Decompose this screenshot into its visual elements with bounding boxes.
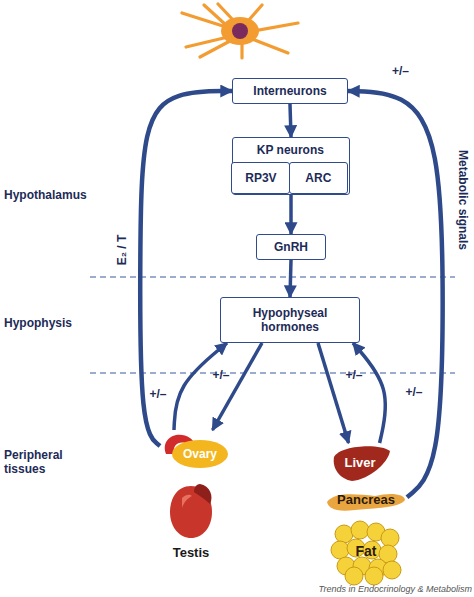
edge-label: +/–: [212, 369, 229, 381]
pancreas-illustration: Pancreas: [325, 486, 407, 514]
region-divider: [90, 372, 455, 373]
fat-cell: [383, 561, 401, 579]
node-label: RP3V: [245, 171, 276, 185]
edge-label: E₂ / T: [116, 235, 128, 266]
organ-label: Testis: [154, 544, 228, 562]
fat-cell: [351, 521, 369, 539]
fat-cell: [345, 567, 363, 585]
watermark: Trends in Endocrinology & Metabolism: [240, 584, 472, 595]
organ-label: Ovary: [172, 446, 228, 462]
organ-label: Fat: [330, 542, 402, 560]
region-label: Hypothalamus: [4, 188, 94, 202]
region-label: Peripheral tissues: [4, 448, 84, 477]
process-box: RP3V: [231, 162, 290, 194]
neuron-illustration: [182, 4, 298, 58]
edge-label: +/–: [345, 369, 362, 381]
edge-label: +/–: [405, 386, 422, 398]
testis-illustration: Testis: [160, 480, 222, 568]
process-box: Interneurons: [232, 78, 348, 104]
fat-cell: [335, 525, 353, 543]
arrow-connector: [289, 195, 293, 234]
process-box: Hypophyseal hormones: [220, 297, 360, 343]
node-label: KP neurons: [233, 138, 348, 162]
arrow-connector: [140, 91, 232, 446]
arrow-connector: [174, 343, 227, 430]
arrow-connector: [290, 104, 291, 137]
region-divider: [90, 276, 455, 277]
ovary-shape: [172, 440, 228, 468]
arrow-connector: [348, 91, 443, 497]
edge-label: +/–: [149, 388, 166, 400]
sign-label: +/–: [392, 64, 422, 78]
liver-illustration: Liver: [330, 443, 392, 483]
testis-highlight: [182, 495, 192, 508]
region-label: Hypophysis: [4, 316, 94, 330]
neuron-body: [221, 17, 259, 45]
fat-cell: [331, 541, 349, 559]
fat-illustration: Fat: [330, 520, 402, 582]
ovary-illustration: Ovary: [160, 430, 230, 470]
node-label: ARC: [305, 171, 331, 185]
arrow-connector: [290, 260, 291, 297]
neuron-dendrites: [182, 4, 298, 58]
neuron-nucleus: [232, 23, 248, 39]
arrow-connector: [353, 343, 385, 443]
arrow-connector: [318, 343, 349, 443]
organ-label: Liver: [332, 455, 388, 471]
edge-label: Metabolic signals: [457, 150, 469, 250]
node-label: Hypophyseal hormones: [235, 306, 345, 335]
process-box: GnRH: [256, 234, 326, 260]
node-label: Interneurons: [253, 84, 326, 98]
process-box: ARC: [289, 162, 348, 194]
node-label: GnRH: [274, 240, 308, 254]
epididymis-shape: [194, 484, 212, 504]
arrow-connector: [213, 343, 263, 430]
group-box: KP neuronsRP3V ARC: [232, 137, 350, 195]
fat-cell: [381, 529, 399, 547]
fat-cell: [365, 567, 383, 585]
organ-label: Pancreas: [325, 492, 407, 508]
